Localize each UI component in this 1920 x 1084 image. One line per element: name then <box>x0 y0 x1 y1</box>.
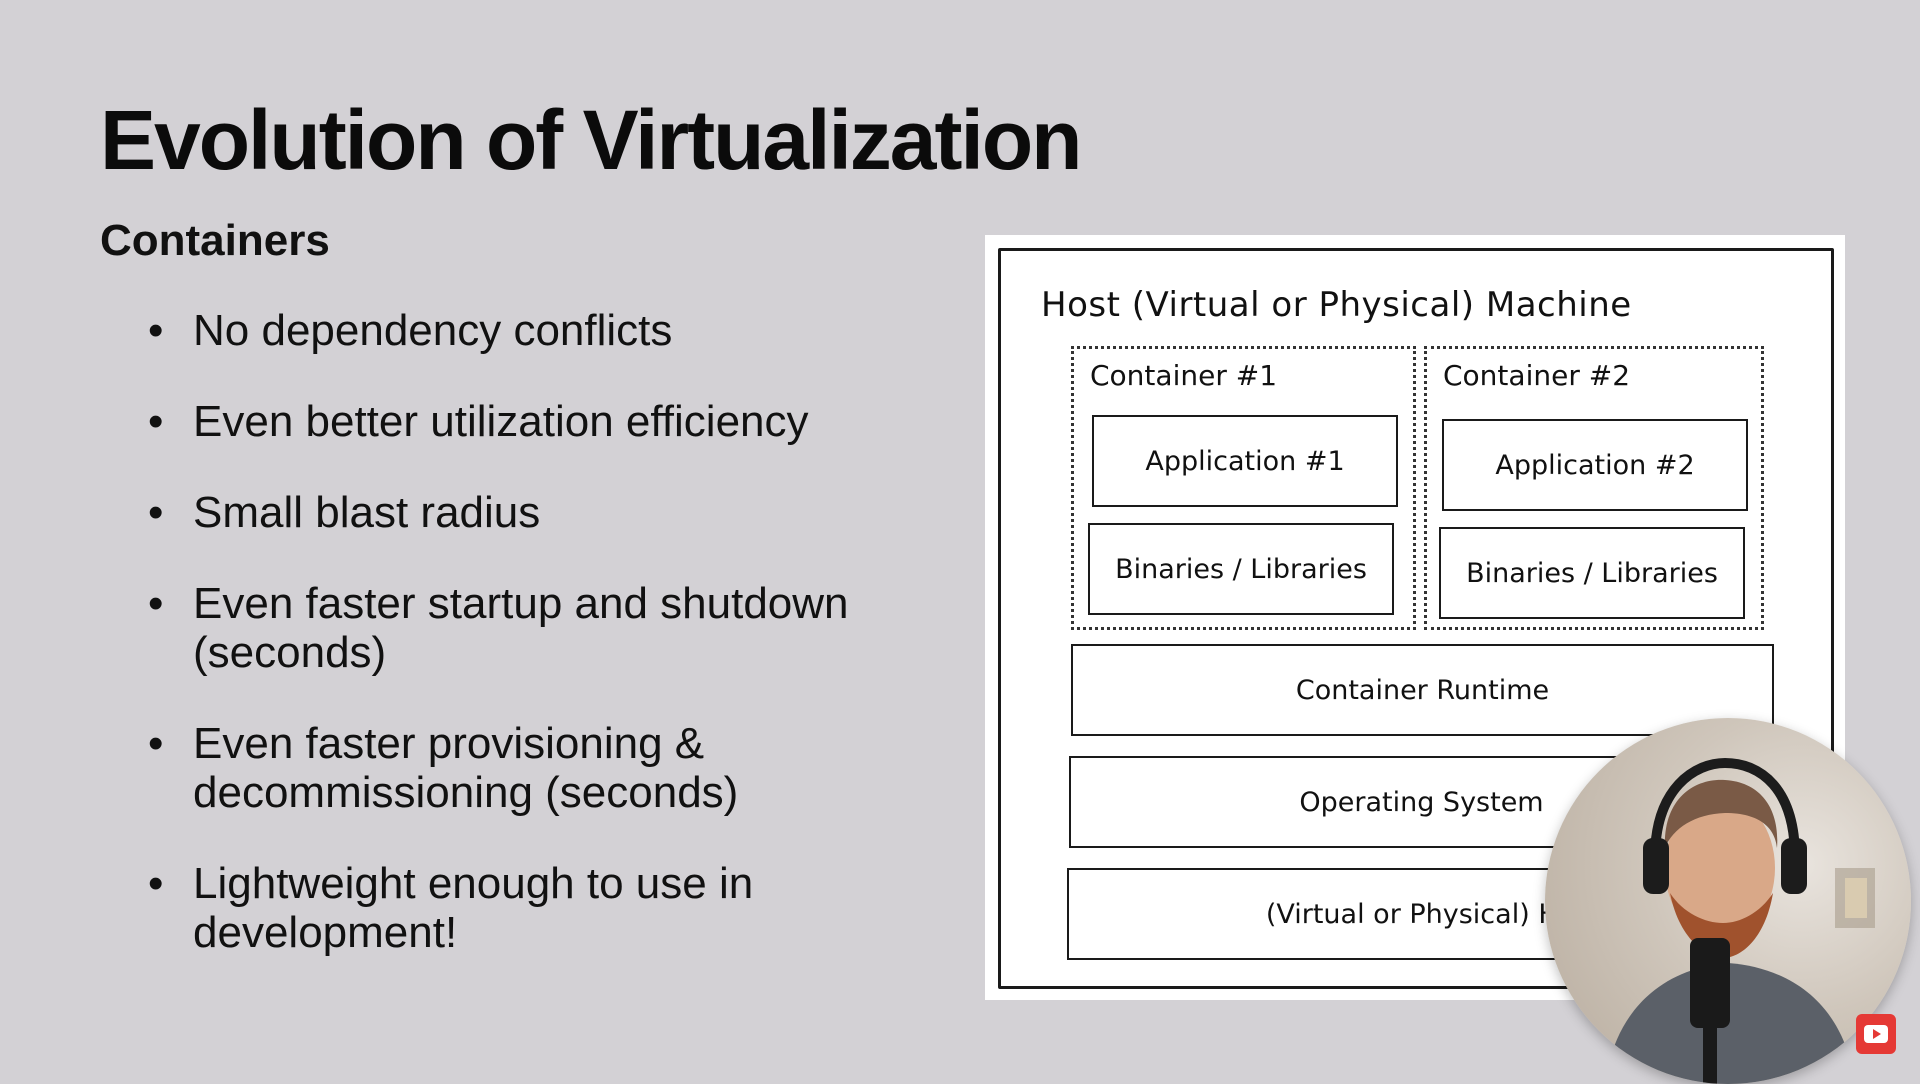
host-machine-label: Host (Virtual or Physical) Machine <box>1041 285 1632 325</box>
bullet-list: No dependency conflicts Even better util… <box>148 306 948 999</box>
architecture-diagram: Host (Virtual or Physical) Machine Conta… <box>985 235 1845 1000</box>
application-1-box: Application #1 <box>1092 415 1398 507</box>
bullet-item: Even faster provisioning & decommissioni… <box>148 719 948 817</box>
slide-title: Evolution of Virtualization <box>100 93 1082 187</box>
container-2-box: Container #2 Application #2 Binaries / L… <box>1424 346 1764 630</box>
bullet-item: No dependency conflicts <box>148 306 948 355</box>
bullet-item: Lightweight enough to use in development… <box>148 859 948 957</box>
presenter-webcam <box>1545 718 1911 1084</box>
presenter-silhouette-icon <box>1605 757 1875 1084</box>
container-runtime-layer: Container Runtime <box>1071 644 1774 736</box>
bullet-item: Even better utilization efficiency <box>148 397 948 446</box>
youtube-subscribe-icon[interactable] <box>1856 1014 1896 1054</box>
bullet-item: Even faster startup and shutdown (second… <box>148 579 948 677</box>
binaries-libraries-2-box: Binaries / Libraries <box>1439 527 1745 619</box>
container-1-label: Container #1 <box>1090 359 1278 392</box>
host-machine-frame: Host (Virtual or Physical) Machine Conta… <box>998 248 1834 989</box>
application-2-box: Application #2 <box>1442 419 1748 511</box>
container-1-box: Container #1 Application #1 Binaries / L… <box>1071 346 1416 630</box>
play-icon <box>1864 1025 1888 1043</box>
bullet-item: Small blast radius <box>148 488 948 537</box>
slide-subheading: Containers <box>100 216 330 265</box>
binaries-libraries-1-box: Binaries / Libraries <box>1088 523 1394 615</box>
container-2-label: Container #2 <box>1443 359 1631 392</box>
